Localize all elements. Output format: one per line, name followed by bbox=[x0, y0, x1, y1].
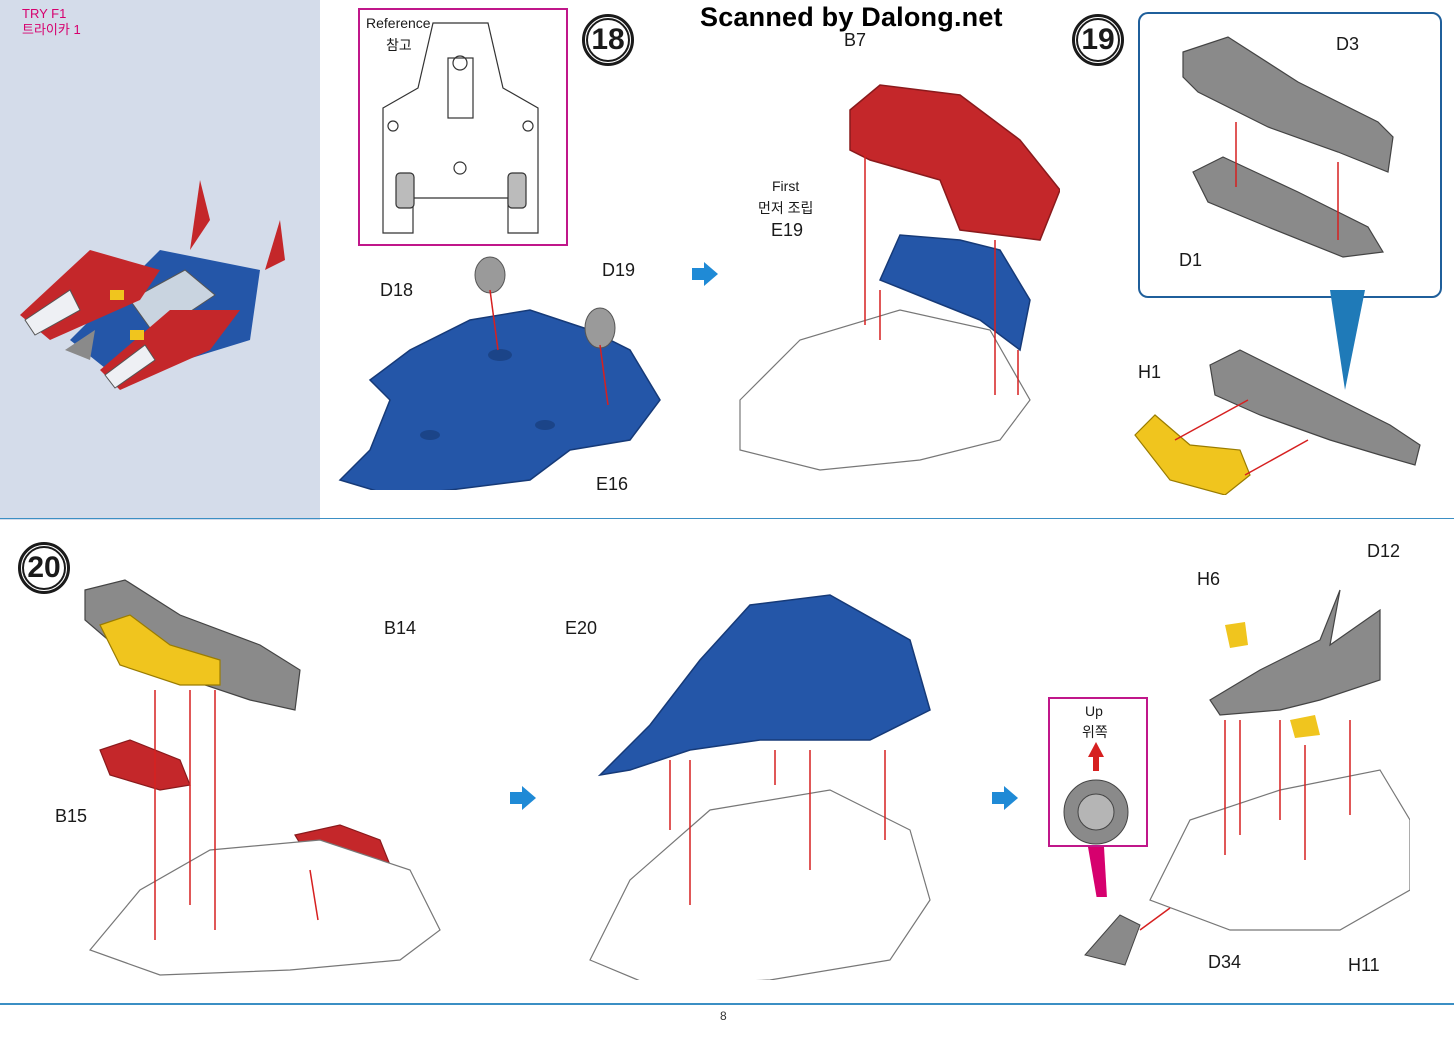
orientation-diagram bbox=[1063, 742, 1129, 897]
part-label-d3: D3 bbox=[1336, 34, 1360, 54]
part-label-h1: H1 bbox=[1138, 362, 1162, 382]
part-label-h11: H11 bbox=[1348, 955, 1380, 975]
part-label-d34: D34 bbox=[1208, 952, 1242, 972]
model-title: TRY F1 트라이카 1 bbox=[22, 6, 81, 38]
section-divider-bottom bbox=[0, 1003, 1454, 1005]
part-label-d1: D1 bbox=[1179, 250, 1203, 270]
step20-right-assembly bbox=[1084, 589, 1410, 966]
part-label-b7: B7 bbox=[844, 30, 867, 50]
step-badge-19: 19 bbox=[1072, 14, 1124, 66]
part-label-b14: B14 bbox=[384, 618, 417, 638]
section-divider-top bbox=[0, 518, 1454, 519]
orientation-up-korean: 위쪽 bbox=[1082, 724, 1108, 740]
step20-left-assembly bbox=[84, 579, 441, 976]
note-first: First bbox=[772, 178, 800, 194]
step19-assembled-wing bbox=[1134, 349, 1421, 495]
orientation-up: Up bbox=[1085, 703, 1103, 719]
step-badge-20: 20 bbox=[18, 542, 70, 594]
e16-chassis-diagram bbox=[338, 256, 661, 490]
part-label-b15: B15 bbox=[55, 806, 88, 826]
completed-model-illustration bbox=[20, 180, 285, 390]
reference-title-korean: 참고 bbox=[386, 37, 412, 53]
step-number: 18 bbox=[586, 18, 630, 62]
step-number: 20 bbox=[22, 546, 66, 590]
step-number: 19 bbox=[1076, 18, 1120, 62]
step-badge-18: 18 bbox=[582, 14, 634, 66]
reference-chassis-diagram bbox=[382, 22, 539, 234]
step19-wing-diagram bbox=[1182, 36, 1394, 258]
model-name: TRY F1 bbox=[22, 6, 67, 21]
scan-credit: Scanned by Dalong.net bbox=[700, 2, 1003, 32]
part-label-d19: D19 bbox=[602, 260, 636, 280]
part-label-e16: E16 bbox=[596, 474, 629, 494]
part-label-d12: D12 bbox=[1367, 541, 1401, 561]
callout-pointer bbox=[1330, 290, 1365, 390]
page-number: 8 bbox=[720, 1009, 727, 1023]
step18-assembly-diagram bbox=[739, 84, 1060, 471]
model-name-korean: 트라이카 1 bbox=[22, 22, 81, 37]
note-first-korean: 먼저 조립 bbox=[758, 200, 814, 216]
part-label-d18: D18 bbox=[380, 280, 414, 300]
part-label-e19: E19 bbox=[771, 220, 804, 240]
step20-middle-assembly bbox=[589, 594, 931, 980]
reference-title: Reference bbox=[366, 15, 431, 31]
part-label-h6: H6 bbox=[1197, 569, 1221, 589]
part-label-e20: E20 bbox=[565, 618, 598, 638]
